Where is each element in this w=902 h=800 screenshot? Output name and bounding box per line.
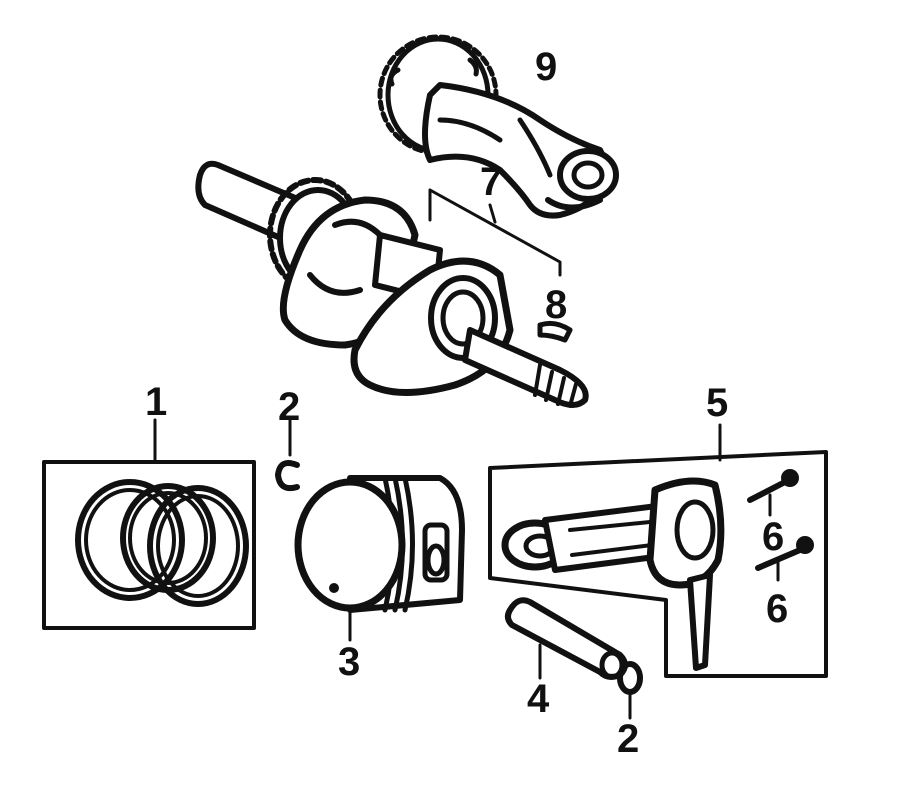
callout-4: 4 [527, 677, 550, 721]
connecting-rod-drawing [501, 477, 725, 671]
cap-bolt-upper-drawing [747, 469, 799, 517]
callout-5: 5 [706, 381, 728, 425]
circlip-top-drawing [275, 418, 300, 492]
callout-2-bottom: 2 [617, 717, 639, 761]
woodruff-key-drawing [537, 320, 573, 343]
camshaft-drawing [377, 34, 619, 219]
callout-6-upper: 6 [762, 515, 784, 559]
callout-8: 8 [545, 283, 567, 327]
crankshaft-drawing [195, 160, 589, 408]
callout-6-lower: 6 [766, 587, 788, 631]
callout-9: 9 [535, 45, 557, 89]
cap-bolt-lower-drawing [755, 536, 814, 582]
callout-3: 3 [338, 640, 360, 684]
callout-2-top: 2 [278, 385, 300, 429]
piston-rings-drawing [75, 479, 249, 607]
piston-pin-drawing [504, 597, 628, 680]
piston-rings-box [42, 418, 256, 630]
connecting-rod-box [488, 423, 828, 678]
callout-7: 7 [480, 160, 502, 204]
callout-1: 1 [145, 380, 167, 424]
piston-drawing [294, 475, 465, 642]
